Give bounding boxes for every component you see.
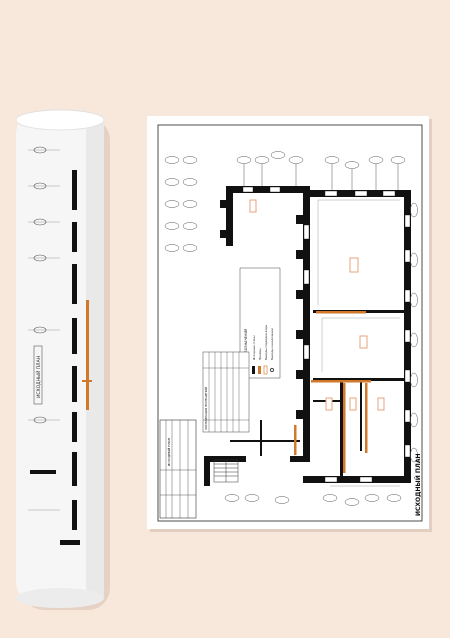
room-tags (249, 199, 385, 411)
callout-list (164, 156, 198, 252)
legend-item-3: Выводы подводки воды (264, 325, 268, 360)
legend-item-2: Проемы (258, 348, 262, 360)
callouts-bottom (224, 494, 402, 506)
rooms-table-title: ЭКСПЛИКАЦИЯ ПОМЕЩЕНИЙ (203, 387, 208, 430)
callouts-top (236, 151, 406, 190)
blueprint-sheet: УСЛОВНЫЕ ОБОЗНАЧЕНИЯ Исходные стены Прое… (147, 116, 432, 532)
roll-accent-line-2 (82, 380, 92, 382)
rooms-table: ЭКСПЛИКАЦИЯ ПОМЕЩЕНИЙ (202, 351, 250, 433)
roll-top-end (15, 109, 105, 131)
roll-label-box (33, 345, 43, 405)
sheet-frame (157, 124, 423, 522)
dimension-lines (317, 199, 400, 487)
roll-bubbles (33, 146, 47, 424)
roll-bottom-end (16, 588, 104, 608)
title-block: ИСХОДНЫЙ ПЛАН (159, 419, 197, 519)
floor-plan (204, 186, 411, 487)
roll-accent-line (86, 300, 89, 410)
stamp-title: ИСХОДНЫЙ ПЛАН (166, 438, 171, 466)
new-partitions (294, 311, 371, 473)
roll-annotations (28, 149, 60, 511)
stairs (213, 459, 239, 483)
roll-body (16, 112, 104, 604)
legend-item-4: Выводы канализации (270, 328, 274, 360)
rolled-blueprint: ИСХОДНЫЙ ПЛАН (15, 109, 110, 610)
callouts-right (410, 202, 418, 463)
window-openings (242, 186, 411, 483)
legend-item-1: Исходные стены (252, 335, 256, 360)
roll-shade (86, 120, 104, 596)
roll-label: ИСХОДНЫЙ ПЛАН (35, 356, 42, 398)
pilasters (220, 200, 303, 419)
roll-walls (30, 170, 80, 545)
sheet-title: ИСХОДНЫЙ ПЛАН (414, 453, 422, 516)
